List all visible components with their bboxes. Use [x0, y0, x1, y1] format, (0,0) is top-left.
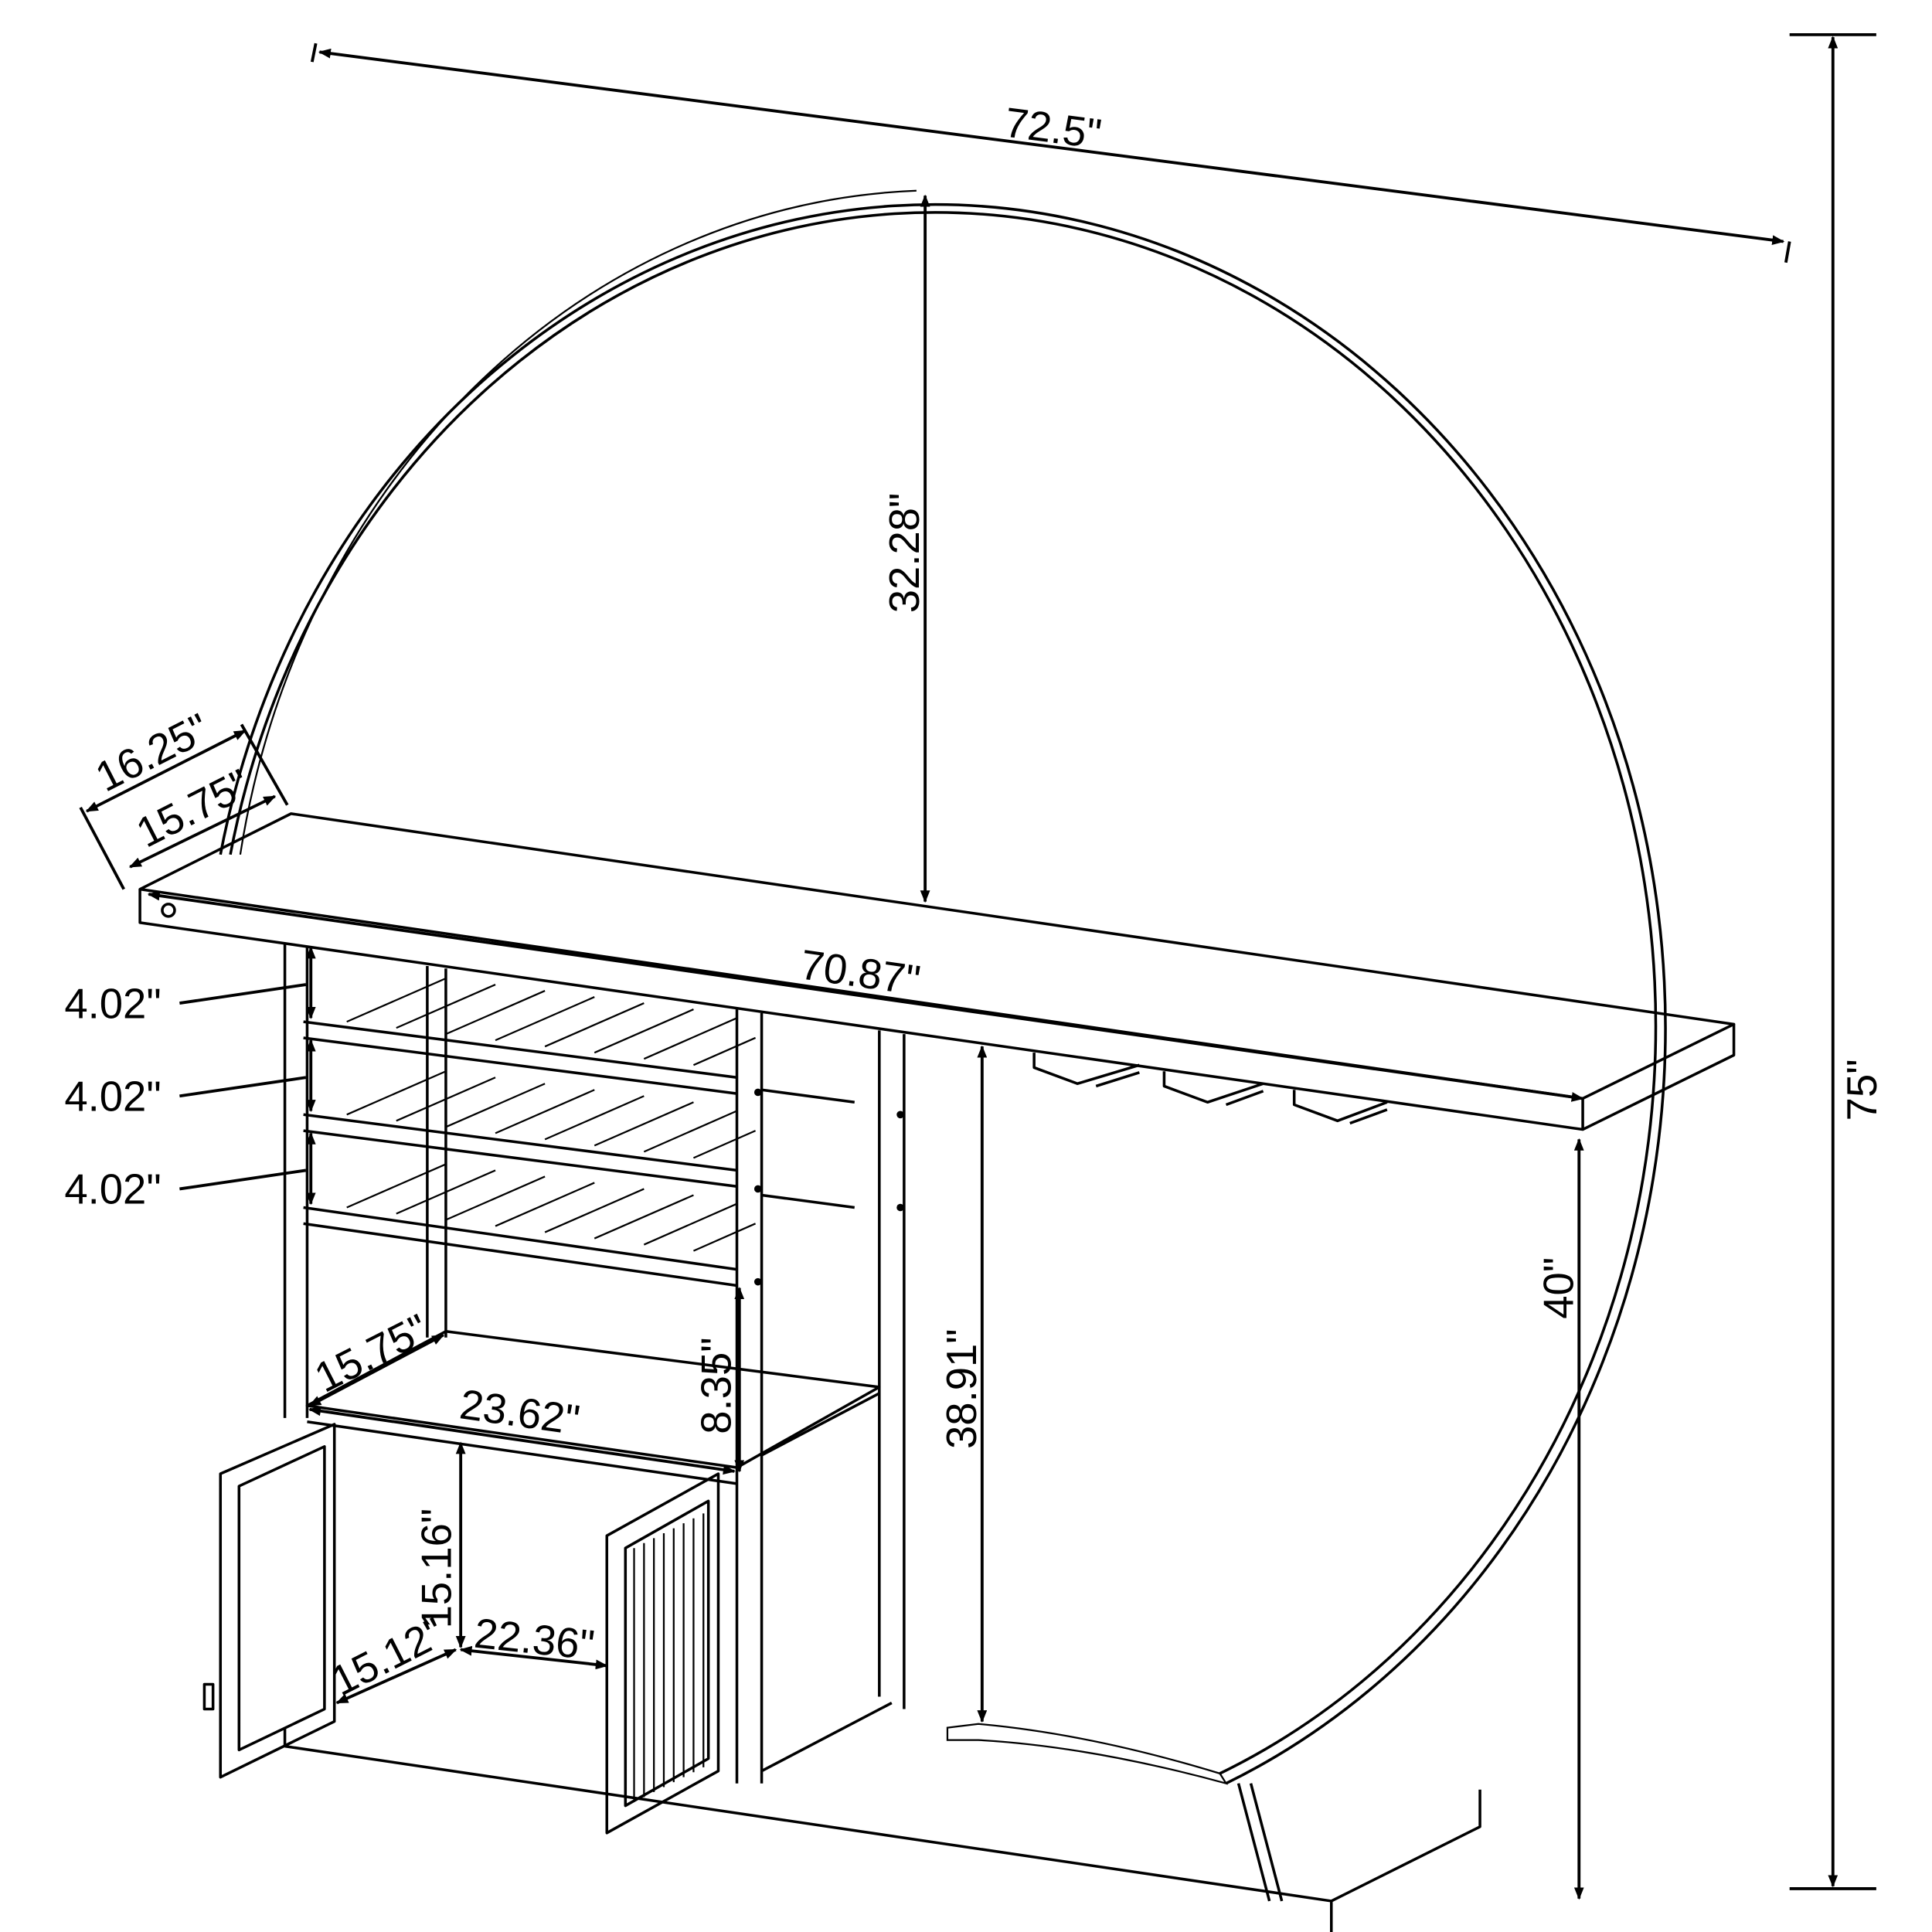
label-rack-gap-3: 4.02" — [64, 1166, 161, 1213]
label-rack-gap-2: 4.02" — [64, 1073, 161, 1121]
label-rack-gap-1: 4.02" — [64, 980, 161, 1027]
tabletop — [138, 812, 1736, 1131]
label-shelf-depth: 15.75" — [308, 1305, 436, 1402]
label-cabinet-width: 22.36" — [472, 1610, 597, 1669]
label-overall-height: 75" — [1838, 1059, 1886, 1121]
label-under-top-clearance: 38.91" — [938, 1328, 985, 1449]
label-ring-to-top: 32.28" — [881, 493, 928, 614]
label-overall-width: 72.5" — [1002, 99, 1104, 158]
label-cabinet-depth: 15.12" — [323, 1608, 451, 1705]
label-cabinet-height: 15.16" — [413, 1509, 460, 1629]
label-shelf-clearance: 8.35" — [693, 1337, 740, 1434]
dimension-labels: 72.5" 75" 32.28" 16.25" 15.75" 70.87" 4.… — [64, 99, 1886, 1706]
label-top-width: 70.87" — [798, 941, 923, 1005]
dimension-lines — [79, 32, 1876, 1900]
label-counter-height: 40" — [1535, 1257, 1582, 1319]
